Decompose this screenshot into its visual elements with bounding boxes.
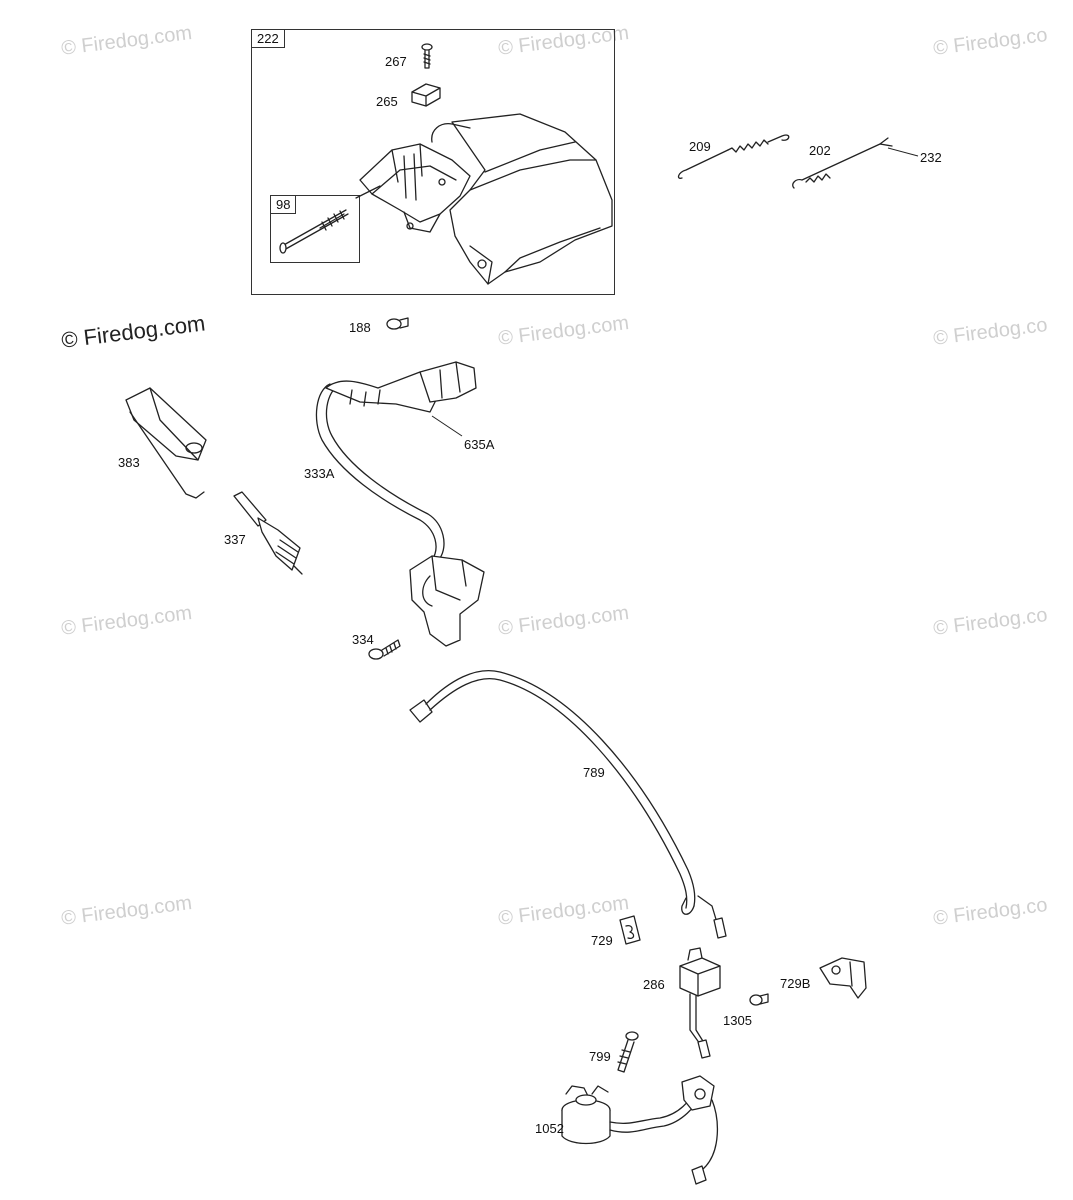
callout-202[interactable]: 202 bbox=[809, 143, 831, 158]
rectifier-286 bbox=[679, 947, 721, 1059]
starter-solenoid-1052 bbox=[561, 1075, 719, 1185]
group-frame-222 bbox=[251, 29, 615, 295]
callout-333A[interactable]: 333A bbox=[304, 466, 335, 481]
group-label-222: 222 bbox=[251, 29, 285, 48]
callout-789[interactable]: 789 bbox=[583, 765, 605, 780]
bolt-799 bbox=[617, 1031, 639, 1073]
blower-housing-222 bbox=[355, 113, 613, 285]
ignition-coil-333A bbox=[315, 361, 485, 647]
pin-98 bbox=[279, 209, 349, 254]
screw-1305 bbox=[749, 993, 769, 1006]
bolt-334 bbox=[368, 639, 401, 660]
screw-188 bbox=[386, 317, 409, 330]
callout-1052[interactable]: 1052 bbox=[535, 1121, 564, 1136]
callout-286[interactable]: 286 bbox=[643, 977, 665, 992]
callout-188[interactable]: 188 bbox=[349, 320, 371, 335]
callout-729B[interactable]: 729B bbox=[780, 976, 811, 991]
group-label-98: 98 bbox=[270, 195, 297, 214]
callout-729[interactable]: 729 bbox=[591, 933, 613, 948]
spark-plug-337 bbox=[233, 491, 303, 575]
callout-337[interactable]: 337 bbox=[224, 532, 246, 547]
leader-635A bbox=[431, 415, 463, 437]
clip-265 bbox=[411, 83, 441, 107]
callout-635A[interactable]: 635A bbox=[464, 437, 495, 452]
group-frame-98 bbox=[270, 195, 360, 263]
callout-799[interactable]: 799 bbox=[589, 1049, 611, 1064]
callout-1305[interactable]: 1305 bbox=[723, 1013, 752, 1028]
leader-232 bbox=[887, 147, 919, 157]
callout-334[interactable]: 334 bbox=[352, 632, 374, 647]
clip-729 bbox=[619, 915, 641, 945]
bracket-729B bbox=[819, 957, 867, 999]
callout-383[interactable]: 383 bbox=[118, 455, 140, 470]
callout-265[interactable]: 265 bbox=[376, 94, 398, 109]
callout-209[interactable]: 209 bbox=[689, 139, 711, 154]
callout-232[interactable]: 232 bbox=[920, 150, 942, 165]
spark-plug-wrench-383 bbox=[125, 387, 207, 499]
screw-267 bbox=[421, 43, 433, 69]
callout-267[interactable]: 267 bbox=[385, 54, 407, 69]
spring-209 bbox=[677, 134, 790, 179]
ground-wire-789 bbox=[409, 670, 727, 939]
governor-rod-202 bbox=[792, 137, 893, 189]
